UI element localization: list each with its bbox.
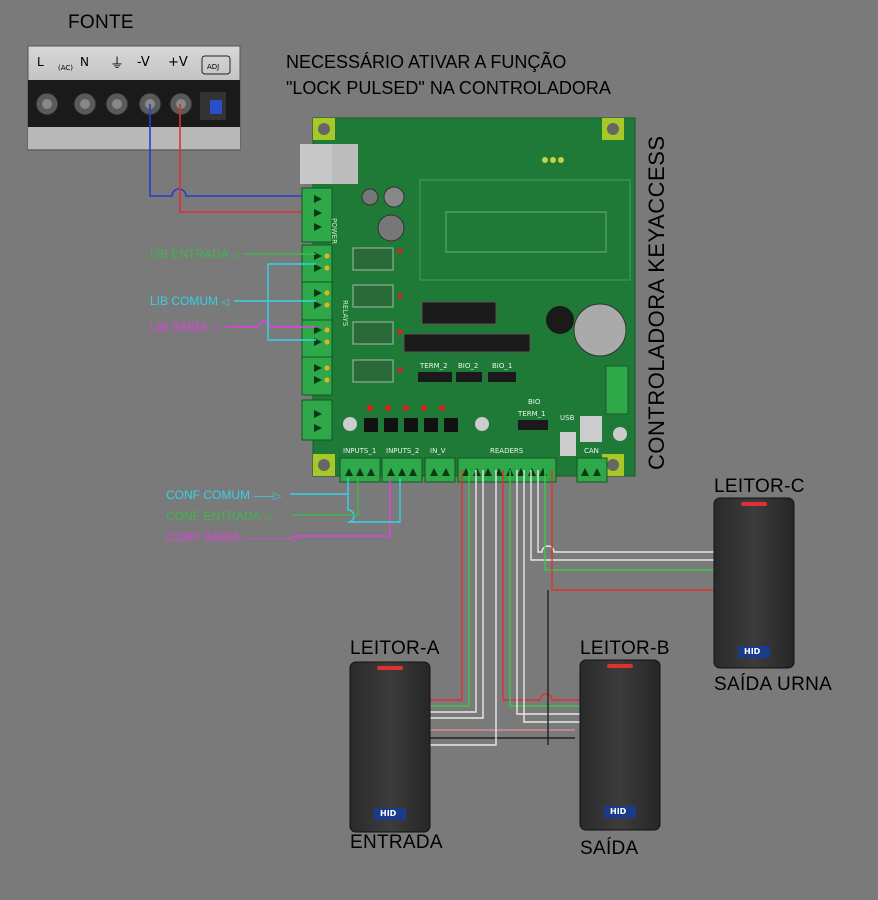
arrow-right-icon: -▷ — [263, 512, 275, 523]
power-terminal — [301, 187, 333, 243]
psu-terminal-neg: -V — [137, 55, 150, 70]
readers-label: READERS — [490, 447, 524, 455]
arrow-left-icon: ◁ — [231, 250, 240, 261]
hid-logo-b: HID — [610, 807, 627, 816]
psu-terminal-pos: +V — [168, 55, 188, 70]
inputs1-label: INPUTS_1 — [343, 447, 377, 455]
psu-terminal-n: N — [80, 55, 89, 69]
power-supply-title: FONTE — [68, 12, 134, 33]
psu-terminal-ground: ⏚ — [110, 56, 124, 72]
arrow-right-icon: ——▷ — [253, 491, 282, 502]
bottom-terminals — [339, 457, 608, 483]
arrow-right-icon: —————▷ — [242, 533, 300, 544]
lib-saida-label: LIB SAÍDA ◁ — [150, 320, 218, 334]
reader-c-title: LEITOR-C — [714, 476, 805, 497]
power-connector-label: POWER — [330, 218, 338, 244]
reader-b-caption: SAÍDA — [580, 838, 639, 859]
term2-label: TERM_2 — [420, 362, 448, 370]
hid-logo-a: HID — [380, 809, 397, 818]
input-wires — [290, 478, 401, 537]
power-supply — [27, 45, 241, 151]
psu-wires — [149, 104, 316, 213]
usb-label: USB — [560, 414, 575, 422]
lib-entrada-label: LIB ENTRADA ◁ — [150, 247, 240, 261]
reader-wires — [430, 470, 715, 746]
reader-a-device — [349, 661, 431, 833]
controller-title: CONTROLADORA KEYACCESS — [644, 135, 669, 470]
psu-terminal-adj: ADJ — [207, 63, 220, 71]
reader-c-caption: SAÍDA URNA — [714, 674, 833, 695]
bio-label: BIO — [528, 398, 541, 406]
bio1-label: BIO_1 — [492, 362, 513, 370]
conf-comum-label: CONF COMUM ——▷ — [166, 488, 282, 502]
relays-connector-label: RELAYS — [341, 300, 349, 327]
reader-a-title: LEITOR-A — [350, 638, 440, 659]
lib-comum-label: LIB COMUM ◁ — [150, 294, 230, 308]
relay-wires — [226, 253, 316, 341]
conf-entrada-label: CONF ENTRADA -▷ — [166, 509, 275, 523]
term1-label: TERM_1 — [518, 410, 546, 418]
reader-c-device — [713, 497, 795, 669]
psu-terminal-ac: (AC) — [58, 64, 74, 72]
hid-logo-c: HID — [744, 647, 761, 656]
note-line-2: "LOCK PULSED" NA CONTROLADORA — [286, 78, 611, 98]
reader-b-device — [579, 659, 661, 831]
reader-a-caption: ENTRADA — [350, 832, 443, 853]
in-v-label: IN_V — [430, 447, 446, 455]
bio2-label: BIO_2 — [458, 362, 479, 370]
arrow-left-icon: ◁ — [210, 323, 218, 334]
relay-terminals — [301, 244, 333, 396]
reader-b-title: LEITOR-B — [580, 638, 670, 659]
arrow-left-icon: ◁ — [221, 297, 230, 308]
inputs2-label: INPUTS_2 — [386, 447, 420, 455]
note-line-1: NECESSÁRIO ATIVAR A FUNÇÃO — [286, 52, 567, 72]
psu-terminal-l: L — [37, 55, 44, 69]
can-label: CAN — [584, 447, 599, 455]
controller-board — [300, 117, 636, 477]
aux-terminal — [301, 399, 333, 441]
conf-saida-label: CONF SAÍDA —————▷ — [166, 530, 300, 544]
